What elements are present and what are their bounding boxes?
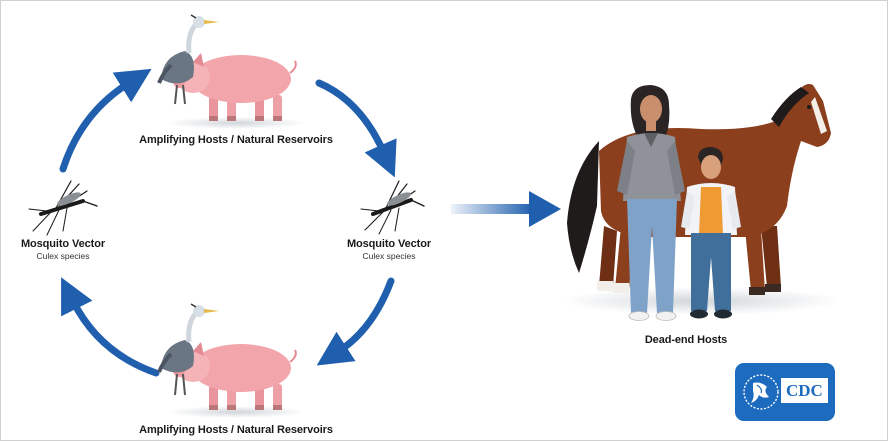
label-mosquito-vector-right-title: Mosquito Vector [331,238,447,250]
label-amplifying-hosts-top: Amplifying Hosts / Natural Reservoirs [121,134,351,146]
mosquito-illustration-left [29,181,97,235]
label-amplifying-hosts-bottom: Amplifying Hosts / Natural Reservoirs [121,424,351,436]
label-dead-end-hosts-text: Dead-end Hosts [621,334,751,346]
transmission-arrow-head [529,191,561,227]
label-amplifying-hosts-bottom-text: Amplifying Hosts / Natural Reservoirs [121,424,351,436]
label-mosquito-vector-left: Mosquito Vector Culex species [5,238,121,261]
cdc-logo: CDC [735,363,835,421]
cdc-logo-text: CDC [781,378,828,403]
cycle-arrow-top-left [63,83,129,169]
label-amplifying-hosts-top-text: Amplifying Hosts / Natural Reservoirs [121,134,351,146]
cycle-arrow-bottom-left [73,301,156,373]
transmission-arrow-shaft [451,204,533,214]
hhs-eagle-icon [739,363,783,421]
label-mosquito-vector-left-species: Culex species [5,251,121,261]
mosquito-illustration-right [361,181,424,234]
label-mosquito-vector-right-species: Culex species [331,251,447,261]
label-mosquito-vector-left-title: Mosquito Vector [5,238,121,250]
label-mosquito-vector-right: Mosquito Vector Culex species [331,238,447,261]
label-dead-end-hosts: Dead-end Hosts [621,334,751,346]
cycle-arrow-bottom-right [339,281,391,351]
